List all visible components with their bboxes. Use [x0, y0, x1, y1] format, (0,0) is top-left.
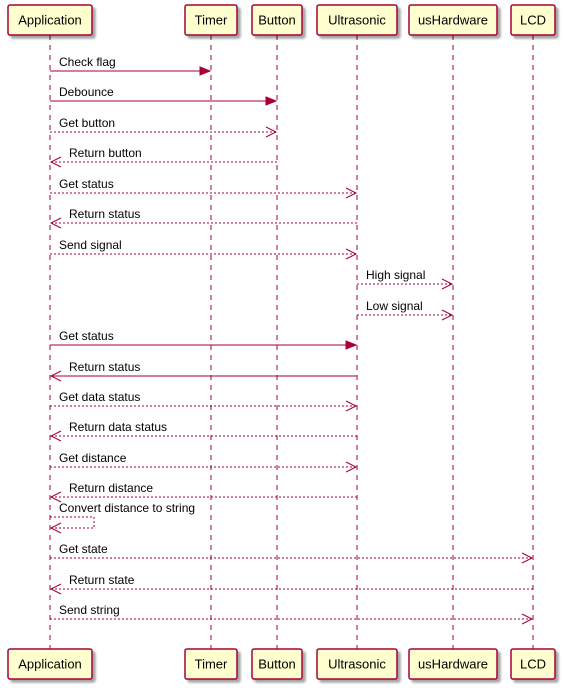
participant-box: [510, 648, 556, 680]
message: Return distance: [49, 481, 357, 503]
arrowhead: [49, 370, 62, 382]
arrowhead: [49, 491, 62, 503]
participant-box: [316, 4, 398, 36]
arrowhead: [345, 461, 358, 473]
participant-bottom-app: Application: [7, 648, 93, 680]
arrowhead: [521, 613, 534, 625]
message-line: [50, 516, 95, 529]
message: Return status: [49, 360, 357, 382]
arrowhead: [441, 309, 454, 321]
arrowhead: [49, 217, 62, 229]
message-label: Low signal: [366, 299, 423, 313]
message-label: Get status: [59, 329, 114, 343]
message-label: High signal: [366, 268, 425, 282]
participant-label: Ultrasonic: [328, 657, 386, 672]
participant-top-button: Button: [251, 4, 303, 36]
message-label: Check flag: [59, 55, 116, 69]
participant-label: LCD: [520, 13, 546, 28]
arrowhead: [441, 278, 454, 290]
arrowhead: [521, 552, 534, 564]
participant-top-app: Application: [7, 4, 93, 36]
participant-bottom-timer: Timer: [184, 648, 238, 680]
message: Check flag: [50, 55, 212, 76]
message: Get button: [50, 116, 278, 138]
participant-box: [316, 648, 398, 680]
message-label: Send string: [59, 603, 120, 617]
message: Get state: [50, 542, 534, 564]
participant-bottom-lcd: LCD: [510, 648, 556, 680]
participant-label: usHardware: [418, 657, 488, 672]
message-label: Return status: [69, 360, 140, 374]
arrowhead: [345, 400, 358, 412]
participant-top-lcd: LCD: [510, 4, 556, 36]
message-label: Return distance: [69, 481, 153, 495]
message: Debounce: [50, 85, 278, 106]
message-label: Return state: [69, 573, 135, 587]
message: Low signal: [357, 299, 454, 321]
arrowhead: [345, 248, 358, 260]
participant-label: usHardware: [418, 13, 488, 28]
participant-box: [184, 648, 238, 680]
participant-box: [7, 4, 93, 36]
lifelines: [49, 35, 534, 649]
message-label: Get state: [59, 542, 108, 556]
message-label: Debounce: [59, 85, 114, 99]
arrowhead: [49, 522, 62, 534]
participant-box: [251, 648, 303, 680]
message: Send signal: [50, 238, 358, 260]
participant-top-timer: Timer: [184, 4, 238, 36]
message: Return status: [49, 207, 357, 229]
message: Get status: [50, 329, 358, 350]
message: Get data status: [50, 390, 358, 412]
participant-box: [7, 648, 93, 680]
message-label: Return button: [69, 146, 142, 160]
message: Get status: [50, 177, 358, 199]
participant-box: [408, 648, 498, 680]
participant-label: Button: [258, 13, 296, 28]
message: Convert distance to string: [49, 501, 195, 534]
participant-label: Timer: [195, 13, 228, 28]
participant-label: Timer: [195, 657, 228, 672]
participant-label: Button: [258, 657, 296, 672]
message: Return state: [49, 573, 533, 595]
participant-box: [251, 4, 303, 36]
arrowhead: [345, 340, 358, 350]
arrowhead: [49, 156, 62, 168]
participant-box: [510, 4, 556, 36]
message-label: Return status: [69, 207, 140, 221]
message: Return button: [49, 146, 277, 168]
arrowhead: [345, 187, 358, 199]
message-label: Get button: [59, 116, 115, 130]
message-label: Convert distance to string: [59, 501, 195, 515]
message: Return data status: [49, 420, 357, 442]
message-label: Get status: [59, 177, 114, 191]
message: Get distance: [50, 451, 358, 473]
arrowhead: [265, 96, 278, 106]
arrowhead: [265, 126, 278, 138]
participant-row-bottom: Application Timer Button Ultrasonic usHardwa…: [7, 648, 556, 680]
participant-bottom-ultra: Ultrasonic: [316, 648, 398, 680]
participant-row-top: Application Timer Button Ultrasonic usHardwa…: [7, 4, 556, 36]
arrowhead: [199, 66, 212, 76]
participant-label: Application: [18, 657, 82, 672]
participant-top-ultra: Ultrasonic: [316, 4, 398, 36]
arrowhead: [49, 583, 62, 595]
arrowhead: [49, 430, 62, 442]
participant-box: [184, 4, 238, 36]
message-label: Get distance: [59, 451, 127, 465]
message: Send string: [50, 603, 534, 625]
participant-box: [408, 4, 498, 36]
participant-bottom-ushw: usHardware: [408, 648, 498, 680]
participant-label: Application: [18, 13, 82, 28]
participant-label: LCD: [520, 657, 546, 672]
participant-label: Ultrasonic: [328, 13, 386, 28]
participant-top-ushw: usHardware: [408, 4, 498, 36]
message-label: Send signal: [59, 238, 122, 252]
message-label: Get data status: [59, 390, 140, 404]
message-label: Return data status: [69, 420, 167, 434]
participant-bottom-button: Button: [251, 648, 303, 680]
message: High signal: [357, 268, 454, 290]
